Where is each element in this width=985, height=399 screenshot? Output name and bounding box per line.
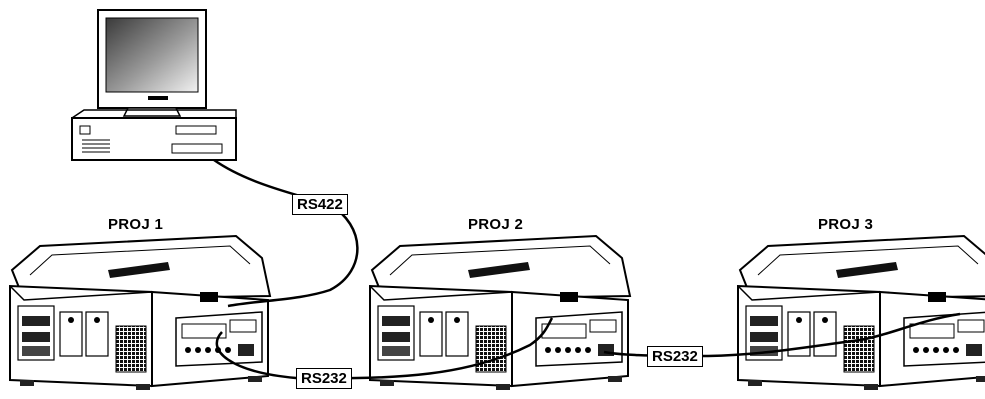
projector-1-label: PROJ 1 (108, 216, 164, 233)
projector-2-label: PROJ 2 (468, 216, 524, 233)
projector-icon (737, 235, 985, 391)
rs422-label: RS422 (292, 194, 348, 215)
rs422-cable (213, 158, 359, 308)
projector-icon (369, 235, 631, 391)
rs232-label-2: RS232 (647, 346, 703, 367)
rs232-cable-1-2 (215, 317, 554, 380)
rs232-label-1: RS232 (296, 368, 352, 389)
rs232-cable-2-3 (603, 312, 961, 358)
projector-icon (9, 235, 271, 391)
computer-icon (71, 9, 237, 161)
projector-3-label: PROJ 3 (818, 216, 874, 233)
